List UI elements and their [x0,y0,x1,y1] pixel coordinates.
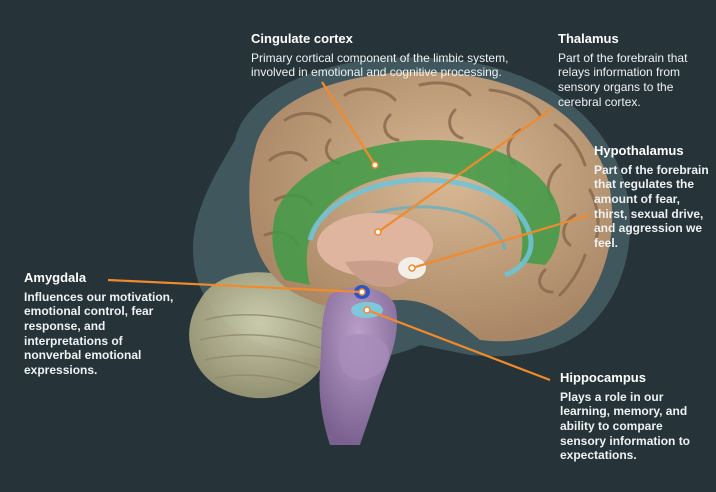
hippocampus-title: Hippocampus [560,370,646,385]
amygdala-description: Influences our motivation, emotional con… [24,289,174,377]
cerebellum [189,272,332,399]
cingulate-description: Primary cortical component of the limbic… [251,50,509,80]
cingulate-marker [371,161,379,169]
thalamus-leader-line [377,109,551,233]
thalamus-lower-lobe [345,260,415,288]
hippocampus-leader-line [366,308,551,382]
thalamus-label: Thalamus Part of the forebrain that rela… [558,31,710,109]
hypothalamus-marker [408,264,416,272]
amygdala-marker [358,288,366,296]
cingulate-title: Cingulate cortex [251,31,353,46]
cingulate-region [272,140,561,285]
amygdala-leader-line [107,278,363,294]
cingulate-leader-line [321,81,376,166]
amygdala-label: Amygdala Influences our motivation, emot… [24,270,174,378]
hippocampus-description: Plays a role in our learning, memory, an… [560,389,691,463]
cingulate-label: Cingulate cortex Primary cortical compon… [251,31,551,80]
hypothalamus-leader-line [411,213,591,270]
pons [338,333,389,380]
thalamus-description: Part of the forebrain that relays inform… [558,50,688,109]
hippocampus-marker [363,306,371,314]
amygdala-title: Amygdala [24,270,87,285]
hypothalamus-title: Hypothalamus [594,143,684,158]
hippocampus-label: Hippocampus Plays a role in our learning… [560,370,710,463]
thalamus-marker [374,228,382,236]
fornix-arc [307,177,534,278]
thalamus-title: Thalamus [558,31,619,46]
hypothalamus-label: Hypothalamus Part of the forebrain that … [594,143,709,251]
hypothalamus-description: Part of the forebrain that regulates the… [594,162,709,250]
